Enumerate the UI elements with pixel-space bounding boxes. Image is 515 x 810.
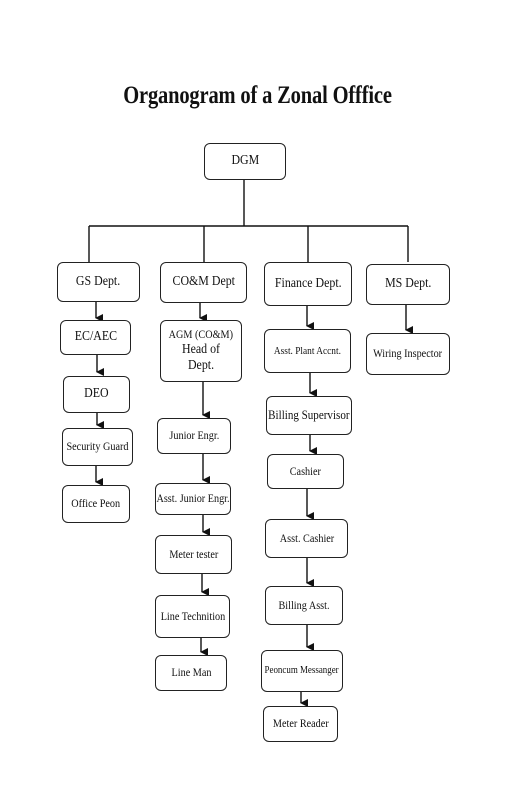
fin-asst-plant-accnt-box: Asst. Plant Accnt. — [264, 329, 351, 373]
gs-deo-box: DEO — [63, 376, 130, 413]
dept-gs-box: GS Dept. — [57, 262, 140, 302]
fin-peoncum-messanger-box: Peoncum Messanger — [261, 650, 343, 692]
dept-finance-box: Finance Dept. — [264, 262, 352, 306]
fin-asst-cashier-box: Asst. Cashier — [265, 519, 348, 558]
fin-billing-asst-box: Billing Asst. — [265, 586, 343, 625]
com-junior-engr-box: Junior Engr. — [157, 418, 231, 454]
fin-meter-reader-box: Meter Reader — [263, 706, 338, 742]
com-meter-tester-box: Meter tester — [155, 535, 232, 574]
ms-wiring-inspector-box: Wiring Inspector — [366, 333, 450, 375]
gs-office-peon-box: Office Peon — [62, 485, 130, 523]
dept-ms-box: MS Dept. — [366, 264, 450, 305]
com-asst-junior-engr-box: Asst. Junior Engr. — [155, 483, 231, 515]
com-line-technition-box: Line Technition — [155, 595, 230, 638]
dgm-box: DGM — [204, 143, 286, 180]
gs-security-guard-box: Security Guard — [62, 428, 133, 466]
fin-cashier-box: Cashier — [267, 454, 344, 489]
gs-ec-aec-box: EC/AEC — [60, 320, 131, 355]
fin-billing-supervisor-box: Billing Supervisor — [266, 396, 352, 435]
dept-com-box: CO&M Dept — [160, 262, 247, 303]
com-line-man-box: Line Man — [155, 655, 227, 691]
com-agm-box: AGM (CO&M) Head of Dept. — [160, 320, 242, 382]
page-title: Organogram of a Zonal Offfice — [123, 82, 392, 109]
